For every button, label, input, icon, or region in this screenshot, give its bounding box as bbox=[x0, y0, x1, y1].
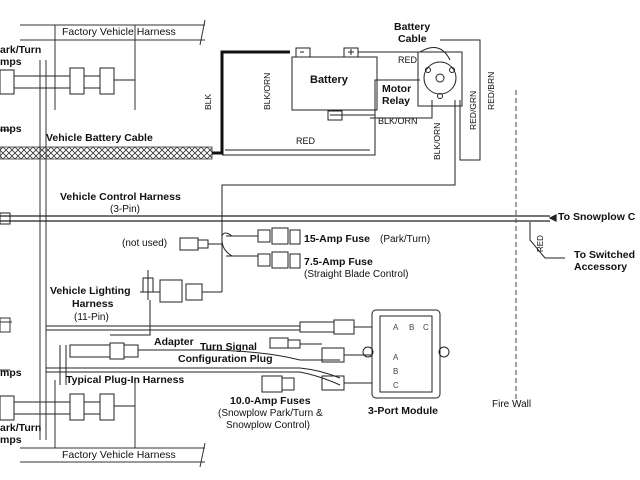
fuse-75-sub-label: (Straight Blade Control) bbox=[304, 269, 409, 280]
wire-red-brn-label: RED/BRN bbox=[486, 71, 496, 110]
to-switched-label-2: Accessory bbox=[574, 261, 628, 273]
wire-blk-orn-v-label: BLK/ORN bbox=[262, 72, 272, 110]
battery-cable-label-1: Battery bbox=[394, 21, 431, 33]
three-port-module bbox=[362, 309, 450, 399]
module-port-a-bot: A bbox=[393, 353, 399, 362]
motor-relay bbox=[417, 51, 463, 107]
wire-red-switched-label: RED bbox=[536, 235, 545, 252]
fire-wall-label: Fire Wall bbox=[492, 399, 532, 410]
adapter-label: Adapter bbox=[154, 336, 194, 348]
fuses-10-label-3: Snowplow Control) bbox=[226, 420, 310, 431]
fuses-10-label-2: (Snowplow Park/Turn & bbox=[218, 408, 323, 419]
vehicle-control-harness-pin-label: (3-Pin) bbox=[110, 204, 141, 215]
wire-blk-orn-h-label: BLK/ORN bbox=[378, 116, 418, 126]
switched-accessory-wire bbox=[529, 222, 565, 259]
lamp-connectors-bottom bbox=[0, 393, 135, 421]
vehicle-lighting-harness-label-1: Vehicle Lighting bbox=[50, 285, 131, 297]
wire-red-top-label: RED bbox=[398, 55, 418, 65]
module-port-b-top: B bbox=[409, 323, 415, 332]
factory-harness-top-label: Factory Vehicle Harness bbox=[62, 26, 176, 38]
vehicle-battery-cable bbox=[0, 146, 213, 160]
park-turn-lamps-bottom-label-2: mps bbox=[0, 434, 22, 446]
park-turn-lamps-bottom-label-1: ark/Turn bbox=[0, 422, 42, 434]
lamp-connectors-top bbox=[0, 67, 135, 95]
wire-red-grn-label: RED/GRN bbox=[468, 90, 478, 130]
vehicle-control-harness bbox=[0, 212, 557, 225]
lamps-bottom-label-1: mps bbox=[0, 367, 22, 379]
turn-signal-label-2: Configuration Plug bbox=[178, 353, 273, 365]
fuses-10-label-1: 10.0-Amp Fuses bbox=[230, 395, 311, 407]
factory-harness-bottom-label: Factory Vehicle Harness bbox=[62, 449, 176, 461]
module-port-b-bot: B bbox=[393, 367, 399, 376]
lamps-top-label-2: mps bbox=[0, 123, 22, 135]
fuse-connectors bbox=[179, 227, 301, 269]
battery-cable-end bbox=[212, 50, 290, 155]
battery-cable-wiring bbox=[221, 39, 481, 275]
to-switched-label-1: To Switched bbox=[574, 249, 636, 261]
harness-trunk bbox=[0, 60, 47, 440]
plugin-harness bbox=[46, 337, 372, 393]
turn-signal-label-1: Turn Signal bbox=[200, 341, 257, 353]
park-turn-lamps-top-label-2: mps bbox=[0, 56, 22, 68]
fuse-75-label: 7.5-Amp Fuse bbox=[304, 256, 373, 268]
module-port-a-top: A bbox=[393, 323, 399, 332]
fuse-15-sub-label: (Park/Turn) bbox=[380, 234, 431, 245]
to-snowplow-label: To Snowplow C bbox=[558, 211, 636, 223]
not-used-label: (not used) bbox=[122, 238, 168, 249]
factory-harness-top bbox=[20, 19, 206, 110]
wire-blk-label: BLK bbox=[203, 93, 213, 110]
vehicle-battery-cable-label: Vehicle Battery Cable bbox=[46, 132, 153, 144]
motor-relay-label-2: Relay bbox=[382, 95, 411, 107]
module-port-c-top: C bbox=[423, 323, 429, 332]
battery-label: Battery bbox=[310, 74, 348, 86]
fuse-15-label: 15-Amp Fuse bbox=[304, 233, 370, 245]
module-label: 3-Port Module bbox=[368, 405, 438, 417]
typical-plugin-harness-label: Typical Plug-In Harness bbox=[66, 374, 185, 386]
battery-cable-label-2: Cable bbox=[398, 33, 427, 45]
wire-red-mid-label: RED bbox=[296, 136, 316, 146]
motor-relay-label-1: Motor bbox=[382, 83, 412, 95]
vehicle-control-harness-label: Vehicle Control Harness bbox=[60, 191, 181, 203]
battery bbox=[291, 47, 378, 111]
vehicle-lighting-harness-pin-label: (11-Pin) bbox=[74, 312, 109, 323]
vehicle-lighting-harness-label-2: Harness bbox=[72, 298, 114, 310]
wire-blk-orn-relay-label: BLK/ORN bbox=[432, 122, 442, 160]
park-turn-lamps-top-label-1: ark/Turn bbox=[0, 44, 42, 56]
lighting-harness-connectors bbox=[46, 270, 372, 336]
module-port-c-bot: C bbox=[393, 381, 399, 390]
